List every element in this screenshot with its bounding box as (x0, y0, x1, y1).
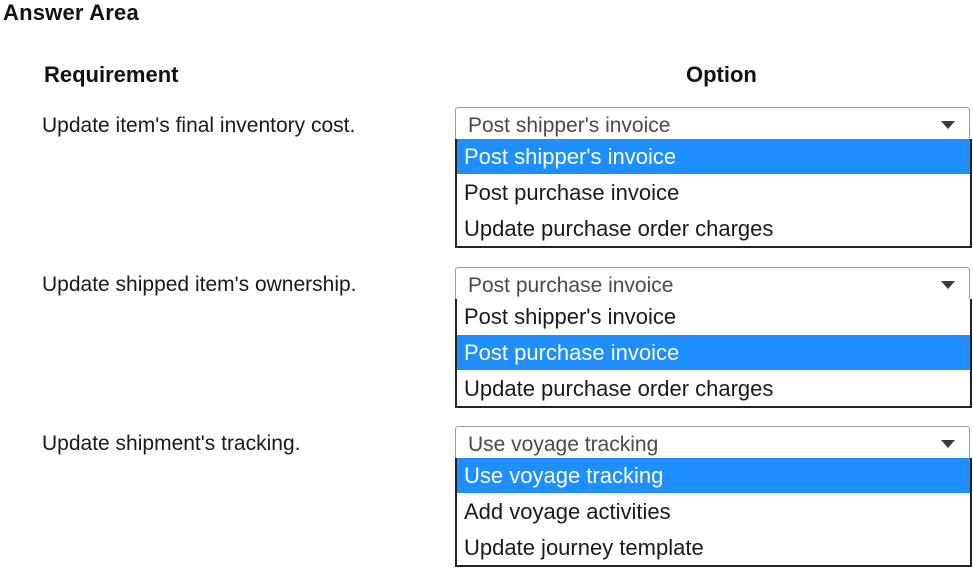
option-dropdown-list: Post shipper's invoice Post purchase inv… (455, 139, 972, 248)
requirement-column-header: Requirement (44, 62, 179, 87)
dropdown-option[interactable]: Use voyage tracking (457, 458, 970, 493)
dropdown-option[interactable]: Add voyage activities (464, 499, 671, 524)
dropdown-arrow-icon[interactable] (935, 433, 961, 455)
dropdown-option[interactable]: Post purchase invoice (457, 335, 970, 370)
dropdown-arrow-icon[interactable] (935, 114, 961, 136)
requirement-label: Update item's final inventory cost. (42, 114, 356, 137)
dropdown-option[interactable]: Update purchase order charges (464, 376, 774, 401)
option-select[interactable]: Post purchase invoice (455, 267, 970, 301)
dropdown-option[interactable]: Update journey template (464, 535, 704, 560)
requirement-label: Update shipped item's ownership. (42, 273, 357, 296)
select-current-value: Use voyage tracking (468, 433, 659, 456)
requirement-label: Update shipment's tracking. (42, 432, 301, 455)
select-current-value: Post purchase invoice (468, 274, 674, 297)
answer-area-title: Answer Area (3, 0, 139, 25)
option-select[interactable]: Use voyage tracking (455, 426, 970, 460)
option-select[interactable]: Post shipper's invoice (455, 107, 970, 141)
dropdown-option[interactable]: Post purchase invoice (464, 180, 680, 205)
dropdown-option[interactable]: Post shipper's invoice (457, 139, 970, 174)
option-dropdown-list: Post shipper's invoice Post purchase inv… (455, 299, 972, 408)
dropdown-arrow-icon[interactable] (935, 274, 961, 296)
select-current-value: Post shipper's invoice (468, 114, 671, 137)
option-column-header: Option (686, 62, 757, 87)
dropdown-option[interactable]: Post shipper's invoice (464, 304, 677, 329)
option-dropdown-list: Use voyage tracking Add voyage activitie… (455, 458, 972, 567)
dropdown-option[interactable]: Update purchase order charges (464, 216, 774, 241)
